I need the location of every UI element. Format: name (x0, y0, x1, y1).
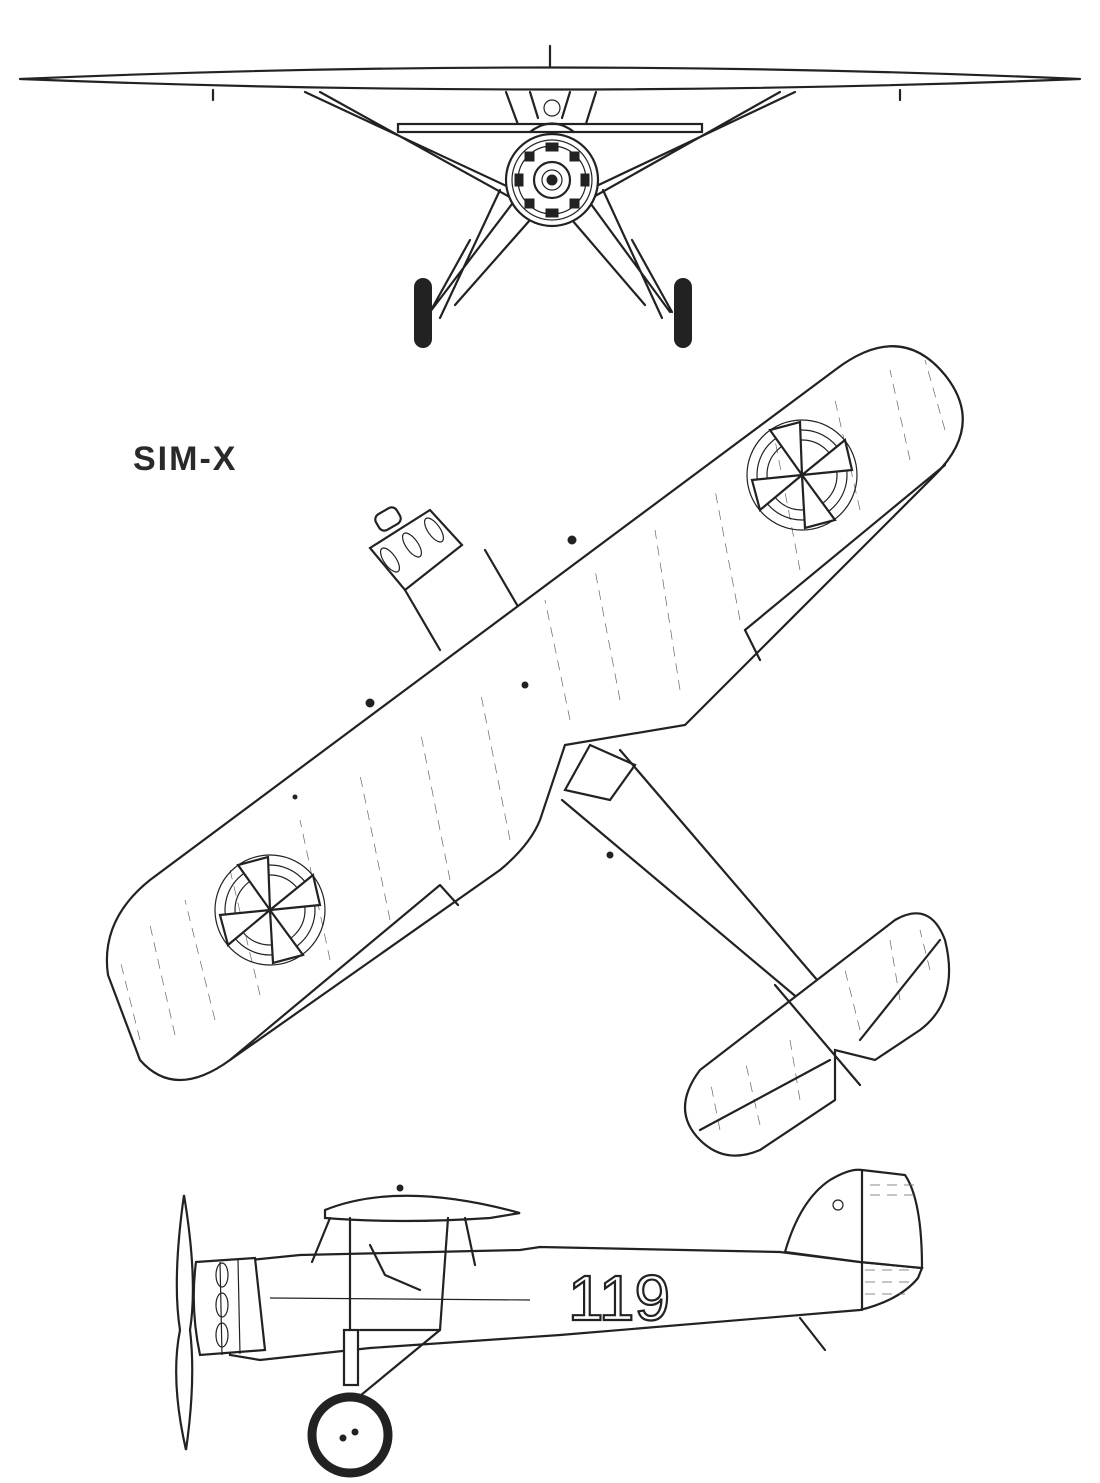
side-upper-wing (323, 1194, 521, 1223)
front-landing-gear (428, 188, 674, 320)
front-upper-wing (18, 66, 1082, 91)
side-fin-rudder (783, 1168, 924, 1270)
plan-fuselage (560, 748, 832, 1002)
front-struts (303, 90, 517, 202)
front-left-wheel (414, 278, 432, 348)
side-main-wheel (307, 1392, 393, 1478)
front-right-wheel (674, 278, 692, 348)
side-view: 119 (175, 1168, 924, 1478)
roundel-left (214, 854, 326, 966)
plan-view (105, 345, 964, 1157)
roundel-right (746, 419, 858, 531)
plan-wing (105, 345, 964, 1081)
side-fuselage (228, 1245, 924, 1362)
side-engine-cowling (192, 1256, 267, 1357)
aircraft-title: SIM-X (133, 440, 237, 478)
tail-number: 119 (568, 1262, 670, 1334)
front-view (18, 44, 1082, 348)
side-propeller (175, 1194, 194, 1451)
